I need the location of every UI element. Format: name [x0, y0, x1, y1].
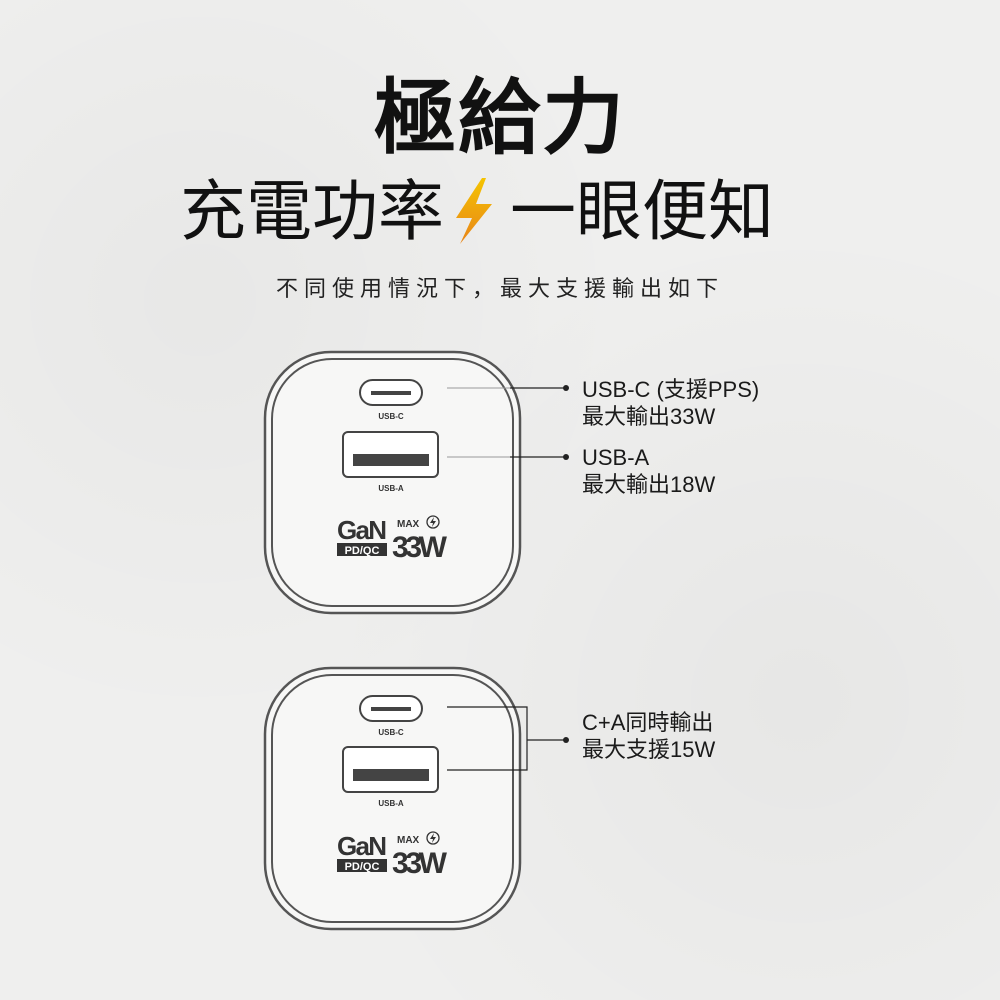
usb-c-label: USB-C: [378, 412, 404, 421]
gan-logo: GaN: [337, 831, 387, 861]
description: 不同使用情況下，最大支援輸出如下: [275, 276, 724, 301]
usb-a-label: USB-A: [378, 799, 404, 808]
bracket-line: [447, 706, 528, 771]
usb-c-label: USB-C: [378, 728, 404, 737]
callout-usb-c: USB-C (支援PPS) 最大輸出33W: [582, 376, 759, 430]
pd-qc-label: PD/QC: [345, 545, 380, 557]
callout-combined-line1: C+A同時輸出: [582, 710, 714, 735]
subheadline: 充電功率 一眼便知: [180, 178, 774, 244]
headline: 極給力: [373, 73, 626, 164]
lightning-bolt-icon: [456, 178, 492, 244]
gan-logo: GaN: [337, 515, 387, 545]
callout-usb-a-line1: USB-A: [582, 445, 650, 470]
pd-qc-label: PD/QC: [345, 861, 380, 873]
callout-combined: C+A同時輸出 最大支援15W: [582, 709, 715, 763]
wattage-label: 33W: [392, 531, 448, 564]
max-label: MAX: [397, 519, 420, 530]
wattage-label: 33W: [392, 847, 448, 880]
callout-usb-a: USB-A 最大輸出18W: [582, 444, 715, 498]
callout-usb-c-line2: 最大輸出33W: [582, 404, 716, 429]
subheadline-right: 一眼便知: [510, 174, 774, 248]
charger-1: USB-C USB-A GaN PD/QC MAX 33W: [263, 350, 569, 615]
callout-combined-line2: 最大支援15W: [582, 737, 716, 762]
usb-a-label: USB-A: [378, 484, 404, 493]
max-label: MAX: [397, 835, 420, 846]
callout-usb-a-line2: 最大輸出18W: [582, 472, 716, 497]
charger-2: USB-C USB-A GaN PD/QC MAX 33W: [263, 666, 569, 931]
bolt-icon: [430, 517, 436, 527]
subheadline-left: 充電功率: [180, 174, 444, 248]
callout-usb-c-line1: USB-C (支援PPS): [582, 377, 760, 402]
